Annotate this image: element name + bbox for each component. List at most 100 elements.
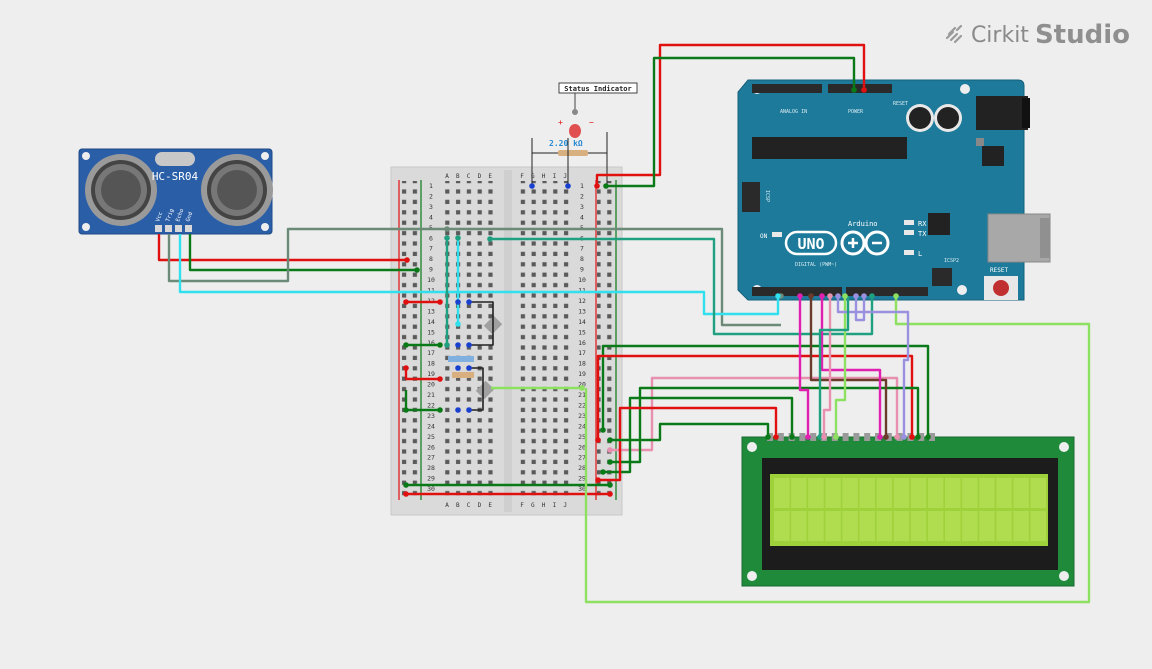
arduino-logo: UNO Arduino (784, 220, 890, 256)
column-letter: B (456, 173, 460, 180)
lcd-cell (791, 478, 807, 508)
lcd-cell (842, 511, 858, 541)
wire-sensor-vcc (157, 234, 407, 262)
lcd-pin (918, 433, 925, 441)
connection-dot (466, 299, 472, 305)
uno-label: UNO (797, 235, 824, 253)
connection-dot (437, 407, 443, 413)
row-number: 13 (578, 307, 586, 315)
row-number: 9 (429, 266, 433, 274)
sensor-pin-label: Trig (165, 208, 175, 223)
connection-dot (821, 434, 827, 440)
lcd-cell (774, 478, 790, 508)
connection-dot (909, 434, 915, 440)
wire-lcd-1 (601, 344, 930, 437)
column-letter: I (553, 502, 557, 509)
lcd-cell (774, 511, 790, 541)
connection-dot (403, 342, 409, 348)
rx-label: RX (918, 220, 927, 228)
lcd-cell (927, 478, 944, 508)
column-letter: F (520, 173, 524, 180)
row-number: 4 (580, 213, 584, 221)
lcd-pin (810, 433, 817, 441)
row-number: 8 (429, 255, 433, 263)
row-number: 16 (578, 339, 586, 347)
lcd-cell (825, 478, 841, 508)
wire-teal (490, 237, 874, 336)
wire-lcd-en (809, 296, 888, 437)
column-letter: I (553, 173, 557, 180)
lcd-display[interactable] (741, 433, 1075, 587)
resistor-2[interactable] (448, 356, 474, 362)
connection-dot (466, 342, 472, 348)
row-number: 1 (580, 182, 584, 190)
column-letter: F (520, 502, 524, 509)
potentiometer-2[interactable] (475, 380, 495, 400)
wire-sensor-trig (167, 227, 781, 327)
row-number: 20 (427, 381, 435, 389)
connection-dot (835, 293, 841, 299)
column-letter: E (488, 502, 492, 509)
digital-label: DIGITAL (PWM~) (795, 262, 837, 268)
row-number: 10 (427, 276, 435, 284)
arduino-uno-board[interactable]: ANALOG IN POWER DIGITAL (PWM~) RESET ICS… (737, 79, 1051, 301)
status-indicator-led[interactable]: Status Indicator + − 2.20 kΩ (531, 82, 638, 186)
arduino-brand: Arduino (848, 220, 878, 228)
lcd-cell (876, 478, 893, 508)
connection-dot (403, 482, 409, 488)
row-number: 24 (578, 422, 586, 430)
column-letter: H (542, 173, 546, 180)
lcd-cell (910, 478, 927, 508)
connection-dot (833, 434, 839, 440)
wire-lcd-rs (798, 296, 810, 437)
column-letter: D (478, 502, 482, 509)
row-number: 15 (427, 328, 435, 336)
connection-dot (808, 293, 814, 299)
connection-dot (789, 434, 795, 440)
connection-dot (925, 434, 931, 440)
connection-dot (579, 385, 585, 391)
column-letter: C (467, 173, 471, 180)
connection-dot (437, 299, 443, 305)
wire-lcd-5 (598, 406, 778, 482)
row-number: 30 (578, 485, 586, 493)
column-letter: C (467, 502, 471, 509)
lcd-cell (791, 511, 807, 541)
connection-dot (861, 293, 867, 299)
connection-dot (595, 437, 601, 443)
cirkit-studio-brand: Cirkit Studio (943, 20, 1130, 50)
lcd-character-grid (774, 478, 1046, 541)
lcd-pin (853, 433, 860, 441)
power-label: POWER (848, 109, 864, 115)
resistor-3[interactable] (452, 372, 474, 378)
connection-dot (466, 365, 472, 371)
connection-dot (869, 293, 875, 299)
connection-dot (455, 342, 461, 348)
connection-dot (827, 293, 833, 299)
connection-dot (455, 365, 461, 371)
connection-dot (901, 434, 907, 440)
row-number: 14 (578, 318, 586, 326)
sensor-pin-label: Gnd (185, 211, 194, 222)
row-number: 25 (427, 433, 435, 441)
lcd-cell (876, 511, 893, 541)
row-number: 22 (427, 401, 435, 409)
l-label: L (918, 250, 922, 258)
column-letter: B (456, 502, 460, 509)
lcd-cell (893, 511, 910, 541)
connection-points (403, 87, 931, 497)
lcd-cell (945, 511, 961, 541)
lcd-cell (859, 478, 875, 508)
lcd-cell (945, 478, 961, 508)
lcd-cell (910, 511, 927, 541)
row-number: 14 (427, 318, 435, 326)
brand-product: Studio (1034, 20, 1130, 50)
connection-dot (765, 434, 771, 440)
connection-dot (797, 293, 803, 299)
row-number: 16 (427, 339, 435, 347)
row-number: 23 (578, 412, 586, 420)
row-number: 7 (580, 245, 584, 253)
wire-lime-contrast (584, 296, 1091, 604)
